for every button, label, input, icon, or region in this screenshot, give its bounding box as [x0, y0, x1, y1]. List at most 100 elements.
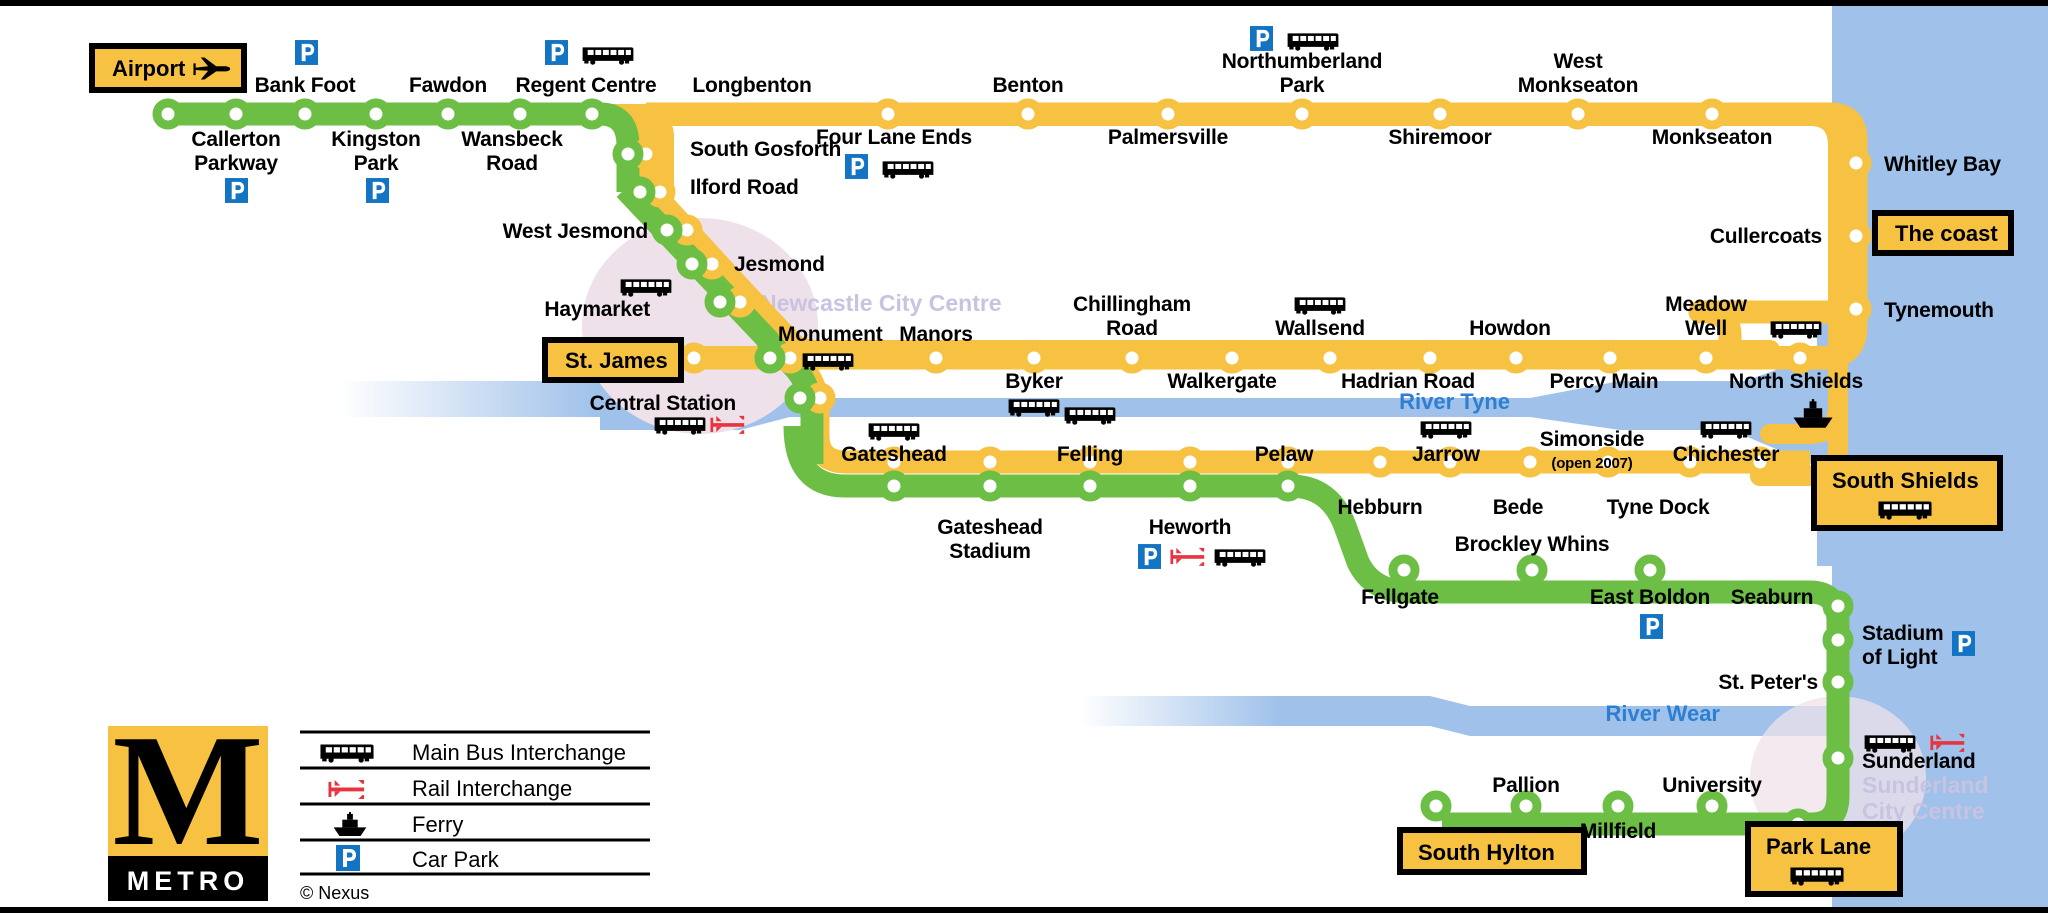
label-gateshead-stadium-2: Stadium [949, 540, 1030, 563]
label-walkergate: Walkergate [1167, 370, 1276, 393]
label-stadium-of-light-2: of Light [1862, 646, 1938, 669]
station-node-northumberland-park [1286, 98, 1318, 130]
station-node-shiremoor [1424, 98, 1456, 130]
label-brockley-whins: Brockley Whins [1455, 533, 1610, 556]
label-kingston-park-2: Park [354, 152, 399, 175]
car-park-icon-kingston-park [366, 178, 389, 203]
station-node-stadium-of-light [1822, 624, 1854, 656]
station-node-monkseaton [1696, 98, 1728, 130]
label-monument: Monument [778, 323, 883, 346]
label-ilford-road: Ilford Road [690, 176, 799, 199]
station-node-tyne-dock [1674, 446, 1706, 478]
terminus-airport[interactable]: Airport [89, 43, 247, 93]
yellow-north-stations[interactable] [872, 98, 1872, 325]
legend-label-ferry: Ferry [412, 812, 463, 837]
station-node-callerton-parkway [220, 98, 252, 130]
bus-icon-gateshead [868, 423, 920, 441]
station-node-central-station-g [784, 382, 816, 414]
green-south-arm[interactable] [783, 425, 1850, 836]
station-node-bede [1514, 446, 1546, 478]
legend-label-car-park: Car Park [412, 847, 500, 872]
station-node-meadow-well [1690, 342, 1722, 374]
label-pallion: Pallion [1492, 774, 1559, 797]
yellow-east-stations[interactable] [678, 342, 1816, 374]
station-node-benton [1012, 98, 1044, 130]
station-node-pelaw-g [1272, 470, 1304, 502]
metro-map-canvas: River Tyne River Wear Newcastle City Cen… [89, 6, 2048, 907]
station-node-heworth-g [1174, 470, 1206, 502]
terminus-st-james-label: St. James [565, 348, 668, 373]
bus-icon-regent-centre [582, 47, 634, 65]
label-north-shields: North Shields [1729, 370, 1863, 393]
terminus-the-coast[interactable]: The coast [1872, 210, 2014, 256]
label-wansbeck-road-1: Wansbeck [461, 128, 563, 151]
station-node-byker [1018, 342, 1050, 374]
car-park-icon-heworth [1138, 544, 1161, 569]
car-park-icon-callerton-parkway [225, 178, 248, 203]
shared-stations[interactable] [612, 138, 1304, 502]
terminus-south-hylton[interactable]: South Hylton [1397, 827, 1587, 875]
station-node-millfield [1602, 790, 1634, 822]
label-shiremoor: Shiremoor [1388, 126, 1491, 149]
car-park-icon-bank-foot [295, 40, 318, 65]
terminus-the-coast-label: The coast [1895, 221, 1998, 246]
green-north-stations[interactable] [152, 98, 608, 130]
label-west-jesmond: West Jesmond [503, 220, 648, 243]
station-node-wansbeck-road [504, 98, 536, 130]
terminus-park-lane-label: Park Lane [1766, 834, 1871, 859]
sunderland-city-centre-label-2: City Centre [1862, 798, 1985, 824]
legend-item-rail: Rail Interchange [328, 776, 572, 801]
label-haymarket: Haymarket [544, 298, 650, 321]
station-node-gateshead-stadium-g [974, 470, 1006, 502]
station-node-gateshead-g [878, 470, 910, 502]
station-node-west-jesmond-g [651, 214, 683, 246]
station-node-whitley-bay [1840, 147, 1872, 179]
station-node-kingston-park [360, 98, 392, 130]
yellow-south-stations[interactable] [1364, 446, 1776, 478]
label-west-monkseaton-1: West [1554, 50, 1603, 73]
terminus-south-shields[interactable]: South Shields [1811, 455, 2003, 531]
station-node-ilford-road-g [624, 176, 656, 208]
sunderland-city-centre-label-1: Sunderland [1862, 772, 1989, 798]
label-wallsend: Wallsend [1275, 317, 1365, 340]
label-millfield: Millfield [1580, 820, 1656, 843]
label-bank-foot: Bank Foot [255, 74, 356, 97]
car-park-icon-northumberland-park [1250, 26, 1273, 51]
car-park-icon-legend [336, 845, 360, 871]
station-node-regent-centre [576, 98, 608, 130]
label-pelaw: Pelaw [1255, 443, 1314, 466]
label-callerton-parkway-1: Callerton [191, 128, 280, 151]
rail-icon-heworth [1170, 546, 1206, 568]
station-node-walkergate [1216, 342, 1248, 374]
terminus-park-lane[interactable]: Park Lane [1745, 821, 1903, 897]
terminus-south-hylton-label: South Hylton [1418, 840, 1555, 865]
river-wear-label: River Wear [1605, 701, 1720, 726]
station-node-gateshead-stadium-y [974, 446, 1006, 478]
label-regent-centre: Regent Centre [516, 74, 657, 97]
station-node-south-gosforth-g [612, 138, 644, 170]
station-node-brockley-whins [1516, 554, 1548, 586]
label-central-station: Central Station [590, 392, 736, 415]
label-tyne-dock: Tyne Dock [1607, 496, 1710, 519]
label-chillingham-road-2: Road [1106, 317, 1158, 340]
label-meadow-well-2: Well [1685, 317, 1727, 340]
label-jarrow: Jarrow [1412, 443, 1481, 466]
station-node-jarrow [1434, 446, 1466, 478]
terminus-airport-label: Airport [112, 56, 186, 81]
label-east-boldon: East Boldon [1590, 586, 1710, 609]
label-simonside: Simonside [1540, 428, 1644, 451]
legend-label-rail: Rail Interchange [412, 776, 572, 801]
station-node-north-shields [1784, 342, 1816, 374]
label-callerton-parkway-2: Parkway [194, 152, 278, 175]
label-university: University [1662, 774, 1762, 797]
bus-icon-wallsend [1294, 297, 1346, 315]
station-node-longbenton [872, 98, 904, 130]
terminus-st-james[interactable]: St. James [542, 337, 684, 383]
legend: M METRO Main Bus Interchange Rail Interc… [108, 701, 650, 903]
station-node-hadrian-road [1414, 342, 1446, 374]
station-node-seaburn [1822, 590, 1854, 622]
car-park-icon-stadium-of-light [1952, 631, 1975, 656]
label-st-peters: St. Peter's [1718, 671, 1818, 694]
label-benton: Benton [992, 74, 1063, 97]
label-wansbeck-road-2: Road [486, 152, 538, 175]
